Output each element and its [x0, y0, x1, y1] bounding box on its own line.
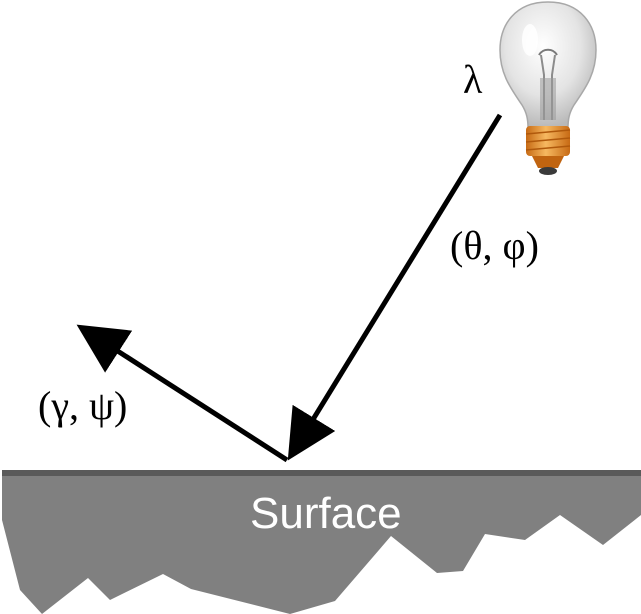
incident-angles-label: (θ, φ): [450, 223, 539, 268]
light-bulb-icon: [499, 1, 597, 175]
reflected-angles-label: (γ, ψ): [38, 383, 128, 428]
reflected-ray-arrow: [76, 324, 289, 463]
incident-ray-arrow: [287, 113, 503, 461]
surface-slab: [2, 472, 641, 614]
surface-top-edge: [2, 470, 641, 476]
surface-label: Surface: [250, 489, 402, 538]
wavelength-label: λ: [463, 57, 483, 102]
